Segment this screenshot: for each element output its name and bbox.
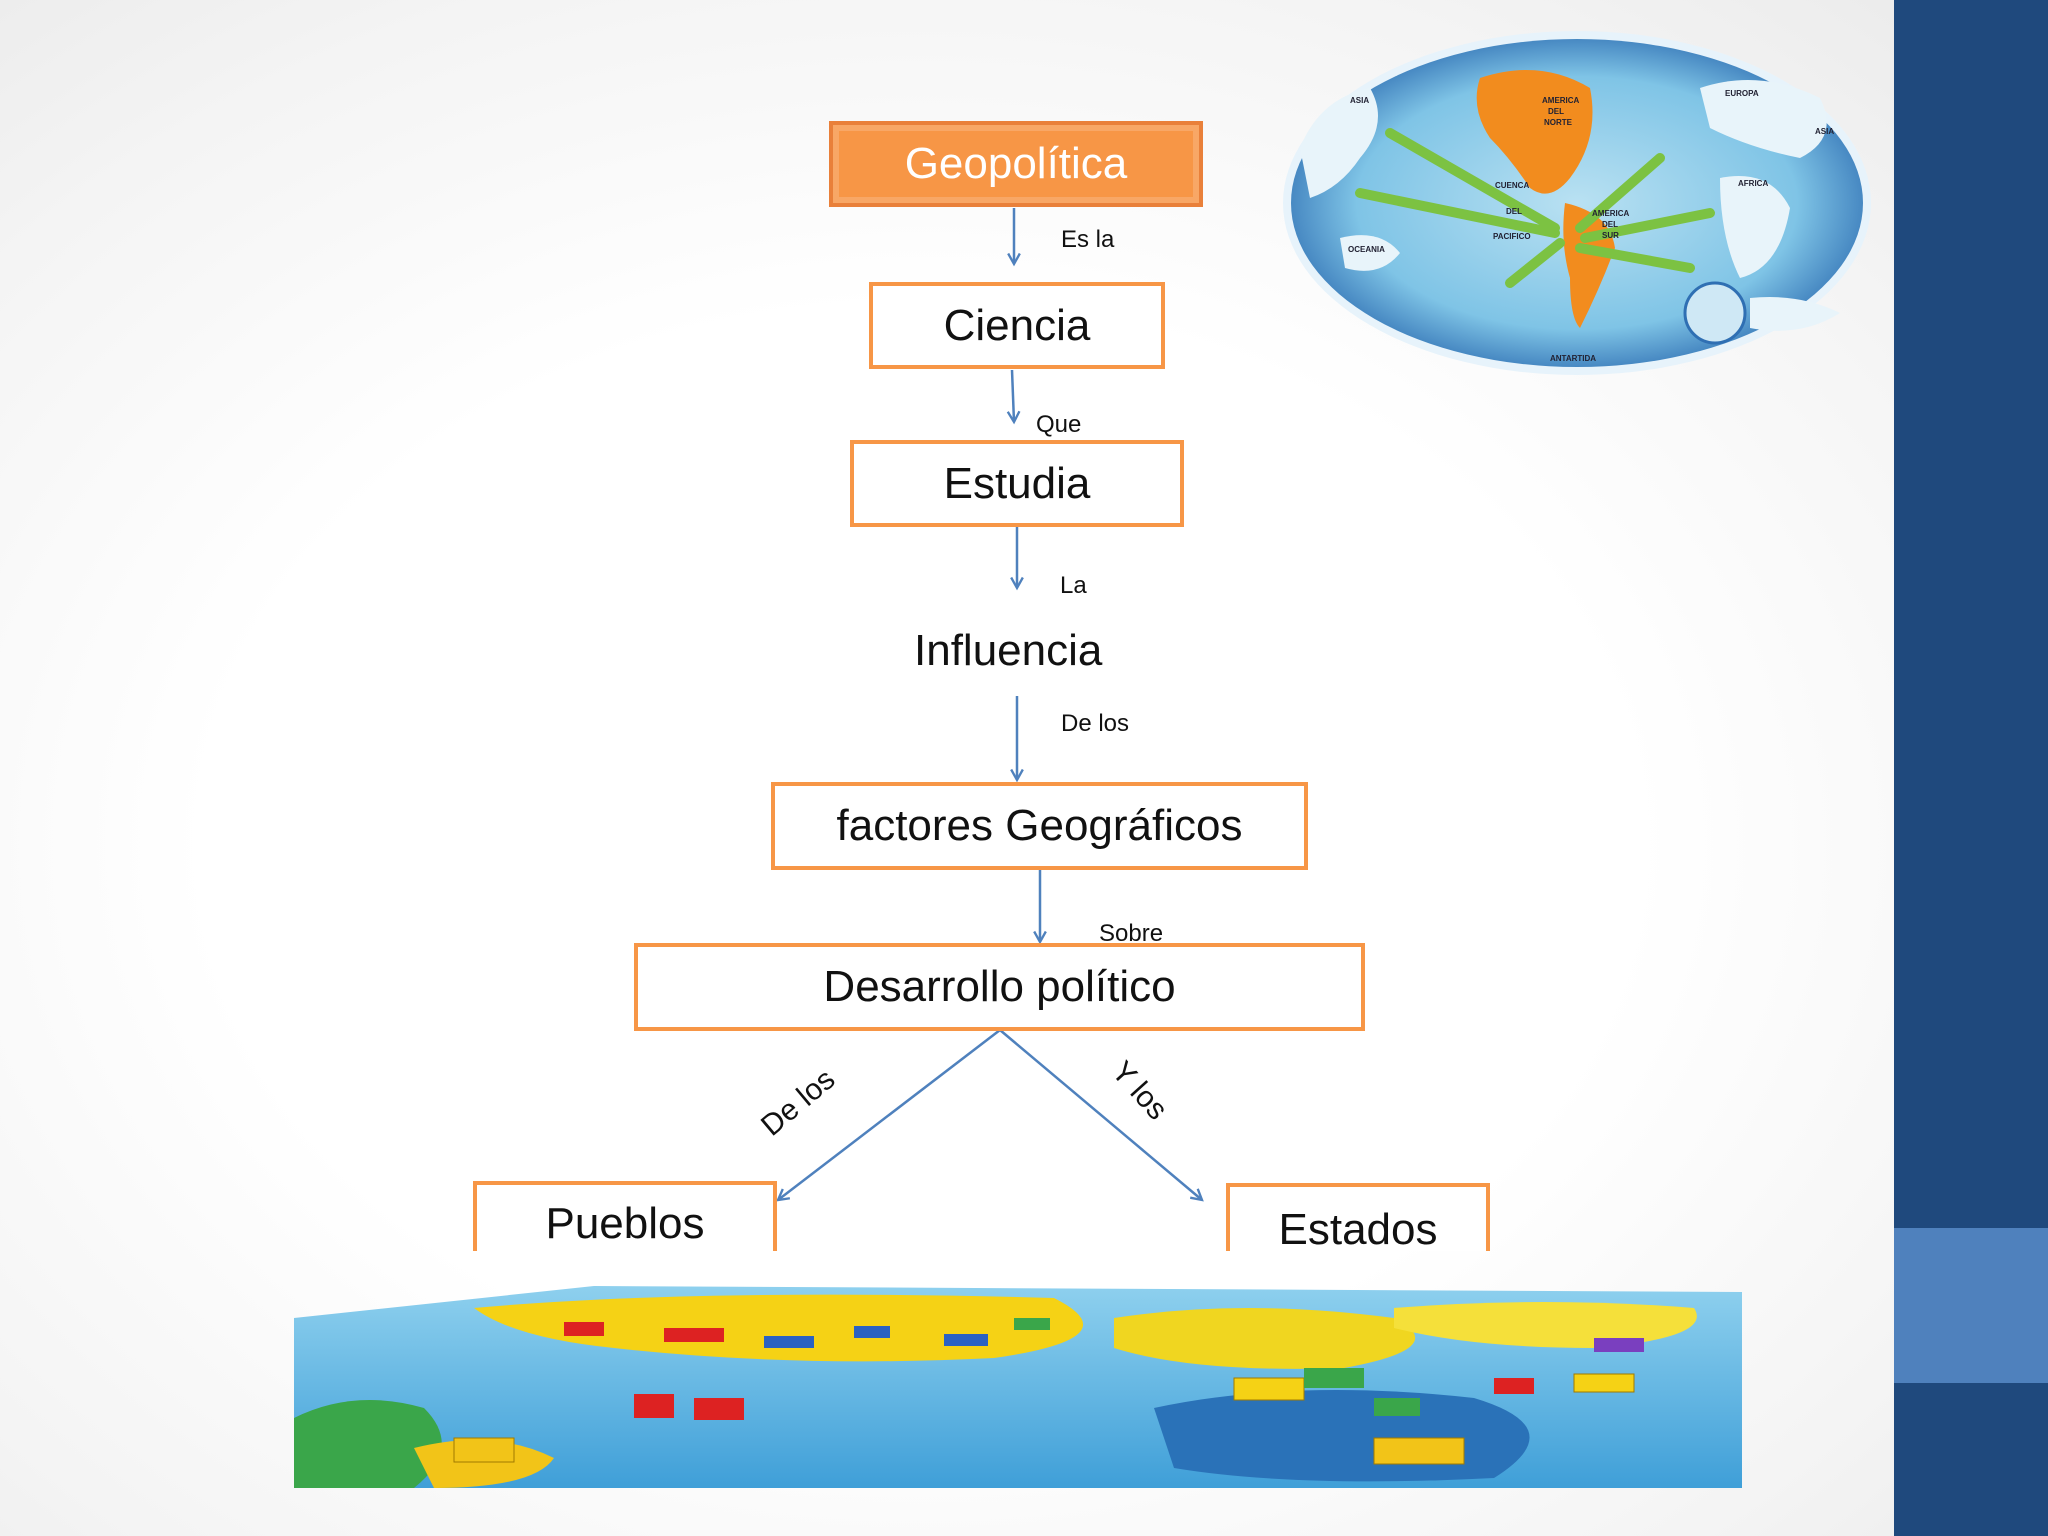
node-factores: factores Geográficos: [771, 782, 1308, 870]
svg-text:ASIA: ASIA: [1350, 96, 1369, 105]
svg-text:EUROPA: EUROPA: [1725, 89, 1759, 98]
svg-text:AMERICA: AMERICA: [1592, 209, 1630, 218]
svg-text:ANTARTIDA: ANTARTIDA: [1550, 354, 1596, 363]
svg-text:NORTE: NORTE: [1544, 118, 1573, 127]
node-geopolitica: Geopolítica: [829, 121, 1203, 207]
edge-label-la: La: [1060, 572, 1087, 599]
sidebar-accent-block: [1894, 1228, 2048, 1383]
svg-text:SUR: SUR: [1602, 231, 1619, 240]
svg-text:ASIA: ASIA: [1815, 127, 1834, 136]
edge-label-es-la: Es la: [1061, 226, 1115, 253]
svg-text:OCEANIA: OCEANIA: [1348, 245, 1385, 254]
node-ciencia: Ciencia: [869, 282, 1165, 369]
arrow-desarrollo-estados: [999, 1029, 1202, 1200]
arrow-ciencia-estudia: [1012, 369, 1014, 422]
world-map-image: ASIA AMERICA DEL NORTE EUROPA ASIA AFRIC…: [1283, 31, 1871, 375]
node-pueblos: Pueblos: [473, 1181, 777, 1251]
board-game-map-image: [294, 1286, 1742, 1488]
svg-text:AMERICA: AMERICA: [1542, 96, 1580, 105]
svg-text:CUENCA: CUENCA: [1495, 181, 1529, 190]
edge-label-sobre: Sobre: [1099, 920, 1164, 947]
node-desarrollo: Desarrollo político: [634, 943, 1365, 1031]
edge-label-que: Que: [1036, 411, 1082, 438]
edge-label-de-los: De los: [1061, 710, 1130, 737]
svg-text:AFRICA: AFRICA: [1738, 179, 1768, 188]
svg-text:DEL: DEL: [1548, 107, 1564, 116]
node-influencia: Influencia: [914, 626, 1103, 675]
svg-text:PACIFICO: PACIFICO: [1493, 232, 1531, 241]
svg-text:DEL: DEL: [1602, 220, 1618, 229]
node-estados: Estados: [1226, 1183, 1490, 1254]
arrow-desarrollo-pueblos: [778, 1029, 1001, 1200]
node-estudia: Estudia: [850, 440, 1184, 527]
svg-text:DEL: DEL: [1506, 207, 1522, 216]
edge-label-y-los: Y los: [1105, 1055, 1174, 1127]
edge-label-de-los-left: De los: [755, 1062, 842, 1143]
